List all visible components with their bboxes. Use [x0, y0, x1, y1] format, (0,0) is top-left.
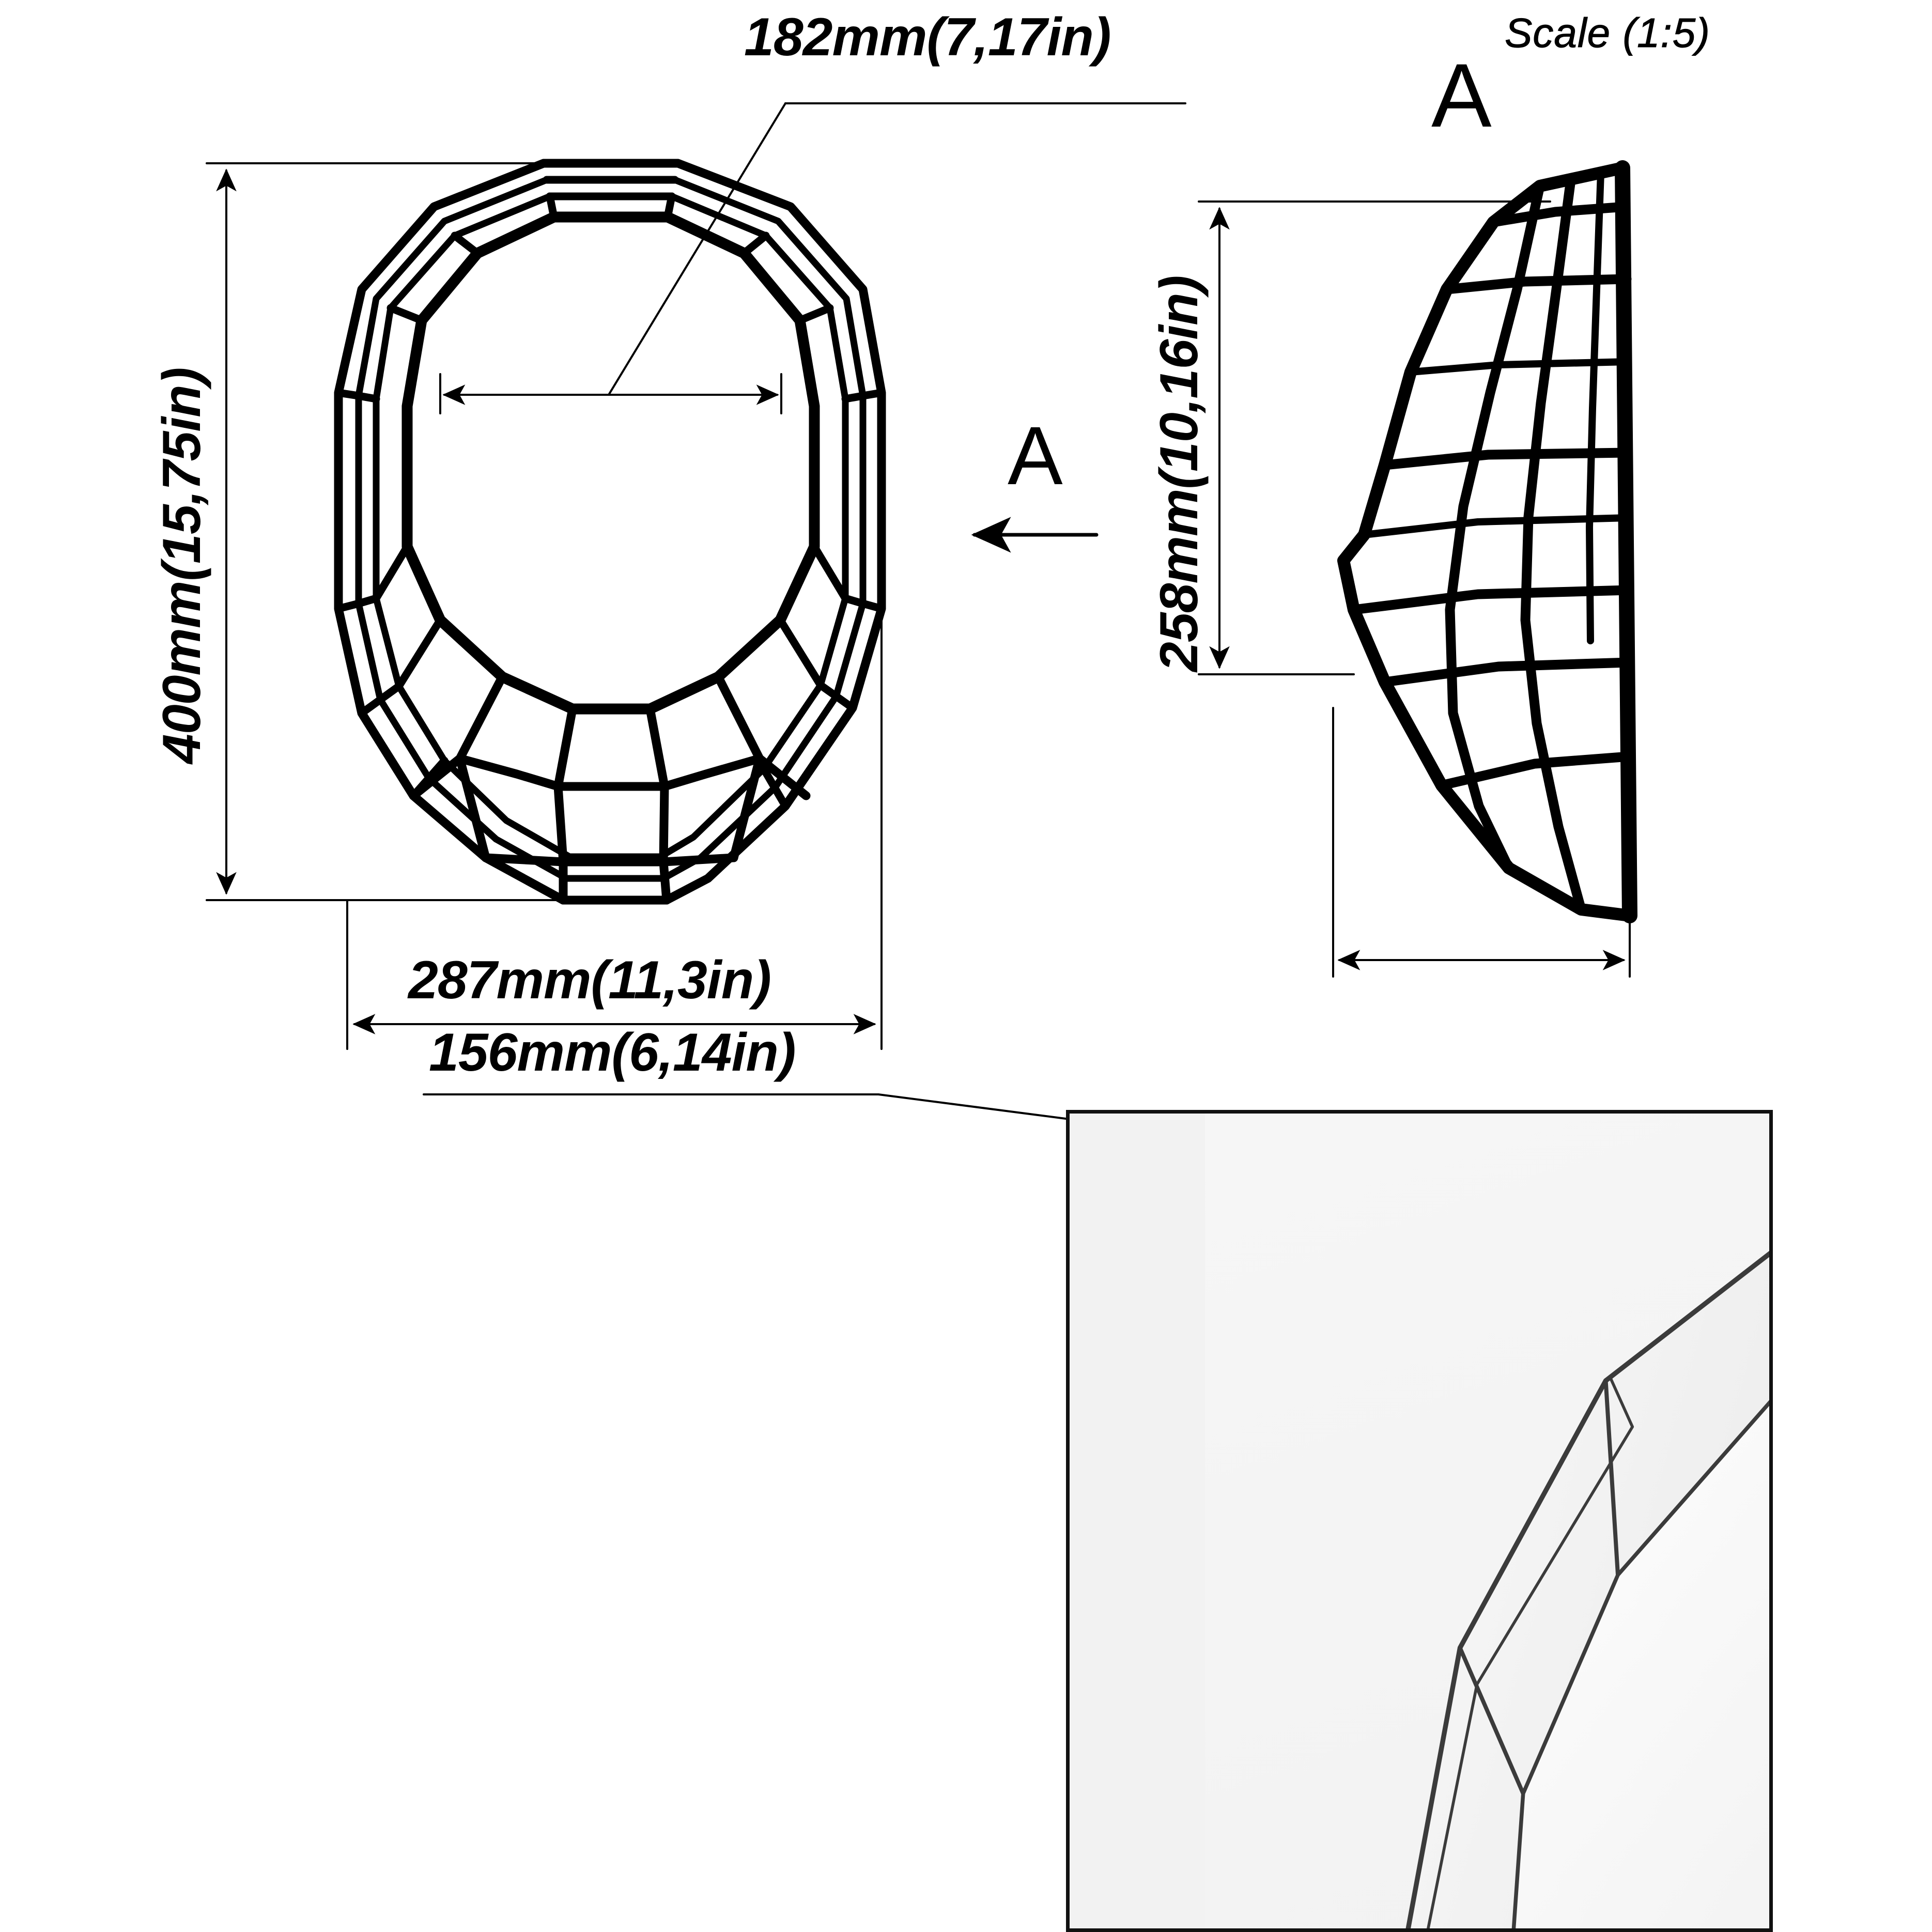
front-view-lower-panel-dividers: [358, 543, 857, 810]
front-view-dimension-lines: [206, 102, 1186, 1121]
front-view-bottom-fan: [409, 672, 811, 905]
photo-render: [1205, 1114, 1769, 1928]
dimension-label-inner-width: 182mm(7,17in): [744, 7, 1111, 67]
product-photograph: [1066, 1110, 1773, 1932]
dimension-label-overall-depth: 156mm(6,14in): [429, 1023, 796, 1083]
front-view-inner-opening: [401, 211, 820, 715]
section-marker-letter-view: A: [1431, 45, 1492, 146]
side-view: [1337, 160, 1637, 923]
front-view-top-notch: [539, 159, 682, 221]
front-view-upper-facets: [334, 192, 886, 613]
dimension-label-overall-width: 287mm(11,3in): [408, 950, 771, 1010]
scale-note: Scale (1:5): [1505, 10, 1710, 56]
section-marker-letter-arrow: A: [1008, 409, 1063, 502]
dimension-label-overall-height: 400mm(15,75in): [152, 367, 212, 764]
dimension-label-side-height: 258mm(10,16in): [1149, 275, 1209, 672]
side-view-dimension-lines: [1198, 200, 1631, 978]
